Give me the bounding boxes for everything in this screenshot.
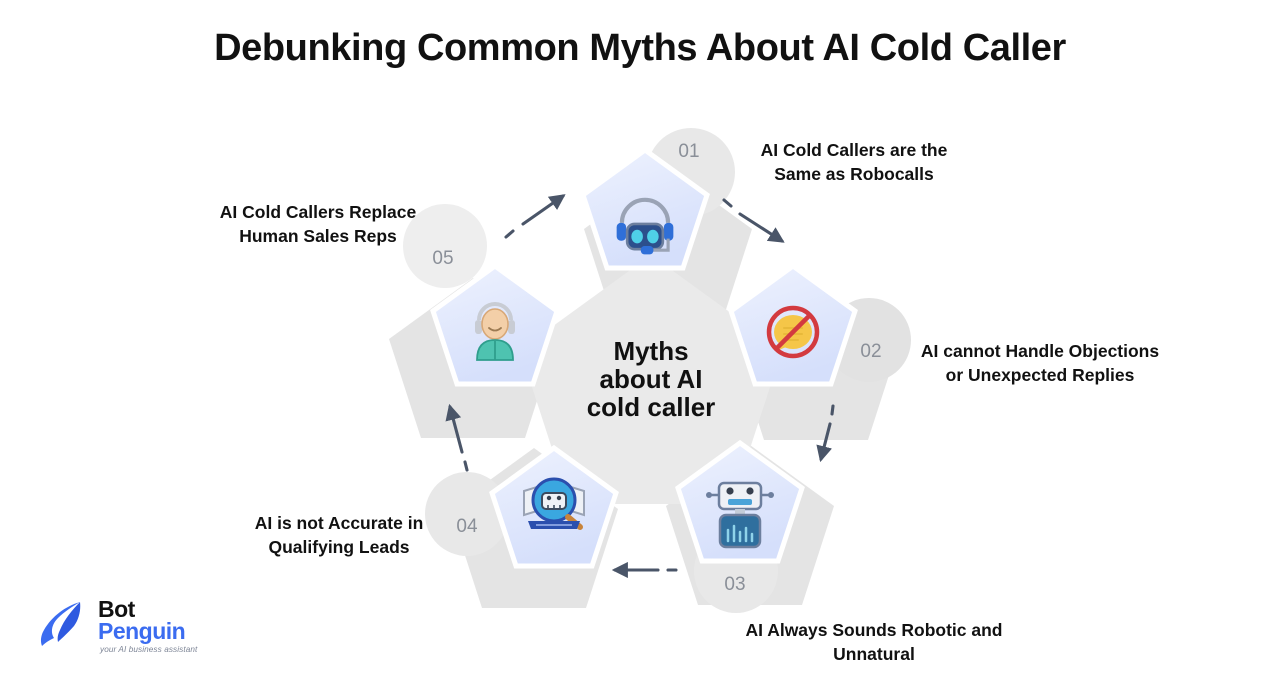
- arrow-dash-01-02: [722, 198, 733, 208]
- node-number-04: 04: [456, 516, 478, 537]
- arrow-05-01: [521, 194, 566, 226]
- node-number-01: 01: [678, 141, 699, 162]
- arrow-dash-05-01: [504, 229, 515, 239]
- logo-tagline: your AI business assistant: [100, 645, 198, 654]
- node-number-05: 05: [432, 248, 453, 269]
- node-number-02: 02: [860, 341, 881, 362]
- robot-headset-icon: [616, 197, 674, 255]
- callout-02-line-2: or Unexpected Replies: [945, 365, 1135, 386]
- callout-03-line-1: AI Always Sounds Robotic and: [745, 620, 1003, 640]
- logo-penguin-text: Penguin: [98, 618, 186, 644]
- arrow-dash-04-05: [463, 460, 469, 472]
- arrow-01-02: [738, 212, 785, 243]
- center-label-line-1: Myths: [613, 336, 688, 366]
- no-speech-bubble-icon: [766, 305, 820, 359]
- pentagon-node-01[interactable]: [580, 146, 710, 271]
- callout-03-line-2: Unnatural: [833, 644, 915, 665]
- callout-05-line-2: Human Sales Reps: [239, 226, 397, 247]
- callout-05-line-1: AI Cold Callers Replace: [219, 202, 417, 222]
- robot-magnifier-icon: [523, 477, 585, 530]
- arrow-02-03: [816, 422, 833, 463]
- callout-04-line-2: Qualifying Leads: [268, 537, 410, 558]
- center-label-line-2: about AI: [599, 364, 702, 394]
- badge-04: [425, 472, 509, 556]
- penguin-icon: [40, 602, 81, 646]
- callout-04: AI is not Accurate in Qualifying Leads: [208, 511, 470, 559]
- center-label: Myths about AI cold caller: [587, 336, 716, 422]
- center-backdrop: [520, 255, 782, 504]
- robot-icon: [706, 481, 774, 549]
- center-label-line-3: cold caller: [587, 392, 716, 422]
- page-title: Debunking Common Myths About AI Cold Cal…: [214, 27, 1066, 69]
- callout-04-line-1: AI is not Accurate in: [254, 513, 424, 533]
- callout-01-line-1: AI Cold Callers are the: [760, 140, 948, 160]
- arrow-04-05: [445, 403, 464, 454]
- arrow-dash-02-03: [830, 404, 835, 416]
- badge-05: [403, 204, 487, 288]
- logo-bot-text: Bot: [98, 596, 135, 622]
- callout-03: AI Always Sounds Robotic and Unnatural: [714, 618, 1034, 666]
- callout-01-line-2: Same as Robocalls: [774, 164, 934, 185]
- callout-02: AI cannot Handle Objections or Unexpecte…: [895, 339, 1185, 387]
- agent-headset-icon: [475, 302, 515, 361]
- node-number-03: 03: [724, 574, 745, 595]
- callout-02-line-1: AI cannot Handle Objections: [920, 341, 1160, 361]
- node-number-badges: [403, 128, 911, 613]
- callout-05: AI Cold Callers Replace Human Sales Reps: [182, 200, 454, 248]
- botpenguin-logo[interactable]: Bot Penguin your AI business assistant: [36, 598, 212, 664]
- callout-01: AI Cold Callers are the Same as Robocall…: [716, 138, 992, 186]
- cycle-arrows: [445, 194, 835, 579]
